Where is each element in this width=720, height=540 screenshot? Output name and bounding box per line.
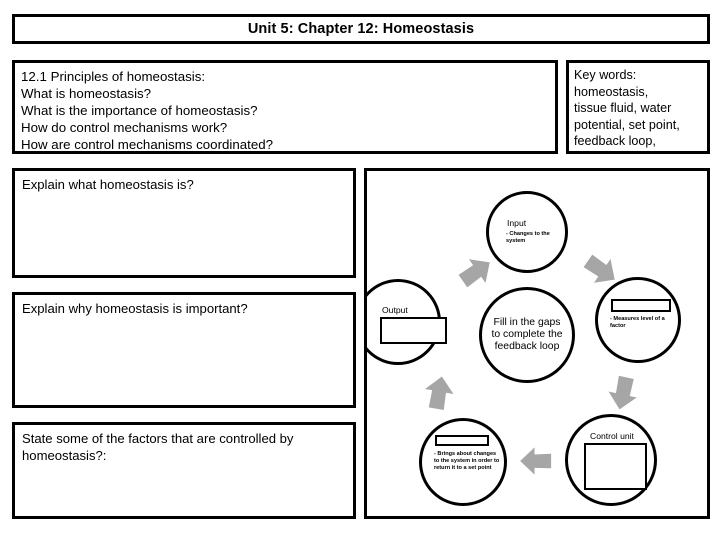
loop-node-receptor-blank[interactable] (611, 299, 671, 312)
loop-node-receptor[interactable]: - Measures level of a factor (595, 277, 681, 363)
key-words-panel: Key words: homeostasis, tissue fluid, wa… (566, 60, 710, 154)
loop-node-control-unit-label: Control unit (590, 431, 634, 441)
loop-node-control-unit-blank[interactable] (584, 443, 647, 490)
loop-hub: Fill in the gaps to complete the feedbac… (479, 287, 575, 383)
objective-question-3: How do control mechanisms work? (21, 120, 228, 135)
arrow-input-to-receptor-icon (583, 254, 615, 283)
loop-node-output[interactable]: Output (367, 279, 447, 365)
loop-node-output-blank[interactable] (380, 317, 447, 344)
loop-hub-instruction: Fill in the gaps to complete the feedbac… (491, 316, 563, 353)
arrow-effector-to-output-icon (425, 376, 454, 411)
key-word-line-1: homeostasis, (574, 84, 649, 99)
key-word-line-3: potential, set point, (574, 117, 680, 132)
key-words-heading: Key words: (574, 68, 637, 82)
key-word-line-4: feedback loop, (574, 134, 656, 148)
page-title: Unit 5: Chapter 12: Homeostasis (247, 21, 475, 37)
arrow-receptor-to-control-unit-icon (608, 375, 637, 410)
objective-question-1: What is homeostasis? (21, 86, 152, 101)
answer-prompt-2: Explain why homeostasis is important? (22, 301, 248, 316)
objectives-heading: 12.1 Principles of homeostasis: (21, 69, 206, 84)
diagram-stage: Output Input - Changes to the system - M… (367, 171, 707, 516)
answer-box-explain-what[interactable]: Explain what homeostasis is? (12, 168, 356, 278)
loop-node-input-description: - Changes to the system (506, 231, 550, 244)
key-word-line-2: tissue fluid, water (574, 101, 672, 115)
objectives-panel: 12.1 Principles of homeostasis: What is … (12, 60, 558, 154)
loop-node-input[interactable]: Input - Changes to the system (486, 191, 568, 273)
loop-node-input-label: Input (507, 218, 527, 228)
answer-prompt-1: Explain what homeostasis is? (22, 177, 194, 192)
loop-node-effector-description: - Brings about changes to the system in … (434, 451, 500, 471)
arrow-output-to-input-icon (458, 259, 490, 288)
objective-question-2: What is the importance of homeostasis? (21, 103, 258, 118)
answer-box-state-factors[interactable]: State some of the factors that are contr… (12, 422, 356, 519)
loop-node-output-label: Output (382, 305, 408, 315)
feedback-loop-diagram-panel: Output Input - Changes to the system - M… (364, 168, 710, 519)
answer-prompt-3: State some of the factors that are contr… (22, 431, 294, 463)
loop-node-control-unit[interactable]: Control unit (565, 414, 657, 506)
answer-box-explain-why[interactable]: Explain why homeostasis is important? (12, 292, 356, 408)
arrow-control-unit-to-effector-icon (520, 447, 552, 475)
objective-question-4: How are control mechanisms coordinated? (21, 137, 274, 152)
loop-node-effector-blank[interactable] (435, 435, 489, 446)
title-banner: Unit 5: Chapter 12: Homeostasis (12, 14, 710, 44)
loop-node-effector[interactable]: - Brings about changes to the system in … (419, 418, 507, 506)
loop-node-receptor-description: - Measures level of a factor (610, 316, 665, 329)
